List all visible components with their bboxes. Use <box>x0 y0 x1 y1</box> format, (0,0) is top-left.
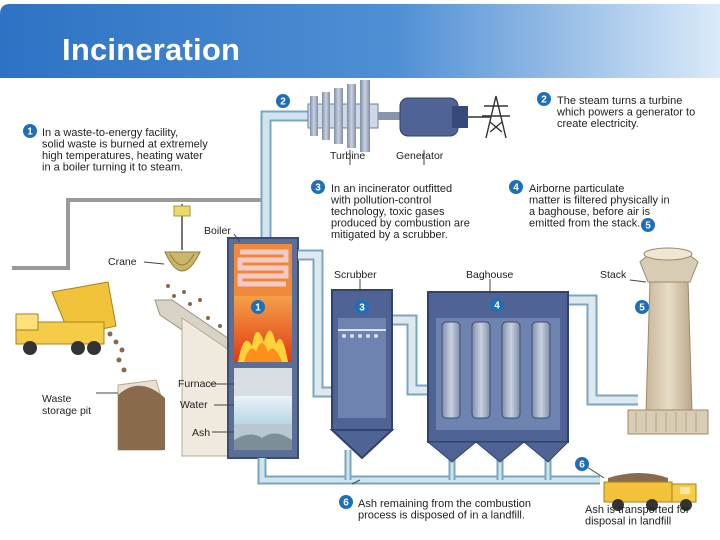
slide-title: Incineration <box>62 32 241 67</box>
callout-line: Ash remaining from the combustion <box>358 498 531 510</box>
callout-line: in a boiler turning it to steam. <box>42 162 183 174</box>
marker-number: 4 <box>513 183 519 194</box>
marker-number: 1 <box>27 127 33 138</box>
marker-circle <box>509 180 523 194</box>
label-ash: Ash <box>192 427 210 439</box>
marker-circle <box>251 300 265 314</box>
crane <box>12 198 265 272</box>
marker-circle <box>490 298 504 312</box>
step-markers: 2 1 3 4 5 1 2 3 4 5 6 6 <box>23 92 655 509</box>
callout-line: The steam turns a turbine <box>557 95 682 107</box>
header-bar <box>0 0 720 78</box>
marker-step4: 4 <box>490 298 504 312</box>
dump-truck-icon <box>15 281 222 373</box>
waste-storage-pit <box>117 379 165 451</box>
marker-number: 3 <box>359 303 365 314</box>
label-baghouse: Baghouse <box>466 269 513 281</box>
landfill-truck-icon <box>603 473 697 511</box>
callout-line: mitigated by a scrubber. <box>331 229 448 241</box>
ash-pipe <box>257 450 600 485</box>
marker-step6: 6 <box>339 495 353 509</box>
marker-step1: 1 <box>23 124 37 138</box>
marker-step2: 2 <box>537 92 551 106</box>
marker-step5: 5 <box>635 300 649 314</box>
label-furnace: Furnace <box>178 378 217 390</box>
marker-step3: 3 <box>311 180 325 194</box>
marker-circle <box>537 92 551 106</box>
callout-line: solid waste is burned at extremely <box>42 139 208 151</box>
marker-step3: 3 <box>355 300 369 314</box>
label-crane: Crane <box>108 256 137 268</box>
callout-line: process is disposed of in a landfill. <box>358 510 525 522</box>
waste-chute <box>154 299 239 457</box>
boiler <box>227 237 299 459</box>
label-generator: Generator <box>396 150 444 162</box>
marker-number: 5 <box>645 221 651 232</box>
label-waste: Waste <box>42 393 72 405</box>
gas-pipe <box>298 249 638 406</box>
marker-step2: 2 <box>276 94 290 108</box>
marker-circle <box>635 300 649 314</box>
callout-line: Airborne particulate <box>529 183 624 195</box>
callouts: In a waste-to-energy facility,solid wast… <box>42 95 695 528</box>
generator <box>399 97 490 137</box>
marker-circle <box>276 94 290 108</box>
marker-step4: 4 <box>509 180 523 194</box>
callout-line: Ash is transported for <box>585 504 690 516</box>
marker-circle <box>575 457 589 471</box>
callout-line: with pollution-control <box>330 195 431 207</box>
marker-circle <box>339 495 353 509</box>
marker-number: 2 <box>541 95 547 106</box>
callout-c1: In a waste-to-energy facility,solid wast… <box>42 127 208 174</box>
marker-circle <box>23 124 37 138</box>
label-storage-pit: storage pit <box>42 405 91 417</box>
marker-step5: 5 <box>641 218 655 232</box>
marker-number: 6 <box>579 460 585 471</box>
label-boiler: Boiler <box>204 225 231 237</box>
marker-step6: 6 <box>575 457 589 471</box>
marker-number: 6 <box>343 498 349 509</box>
marker-number: 3 <box>315 183 321 194</box>
label-water: Water <box>180 399 208 411</box>
label-turbine: Turbine <box>330 150 365 162</box>
scrubber <box>329 289 395 460</box>
callout-line: disposal in landfill <box>585 516 671 528</box>
fire-icon <box>238 330 288 362</box>
callout-line: matter is filtered physically in <box>529 195 670 207</box>
marker-circle <box>311 180 325 194</box>
marker-step1: 1 <box>251 300 265 314</box>
callout-line: produced by combustion are <box>331 218 470 230</box>
callout-line: In an incinerator outfitted <box>331 183 452 195</box>
callout-line: high temperatures, heating water <box>42 150 203 162</box>
label-stack: Stack <box>600 269 627 281</box>
power-tower-icon <box>482 95 510 139</box>
callout-line: create electricity. <box>557 118 639 130</box>
callout-line: which powers a generator to <box>556 107 695 119</box>
callout-line: a baghouse, before air is <box>529 206 651 218</box>
callout-line: technology, toxic gases <box>331 206 445 218</box>
steam-pipe <box>260 110 308 245</box>
marker-number: 1 <box>255 303 261 314</box>
marker-number: 4 <box>494 301 500 312</box>
label-scrubber: Scrubber <box>334 269 377 281</box>
marker-circle <box>355 300 369 314</box>
callout-line: In a waste-to-energy facility, <box>42 127 178 139</box>
marker-circle <box>641 218 655 232</box>
baghouse <box>426 291 570 463</box>
marker-number: 5 <box>639 303 645 314</box>
callout-line: emitted from the stack. <box>529 218 640 230</box>
marker-number: 2 <box>280 97 286 108</box>
turbine <box>307 80 400 152</box>
stack <box>627 247 709 435</box>
